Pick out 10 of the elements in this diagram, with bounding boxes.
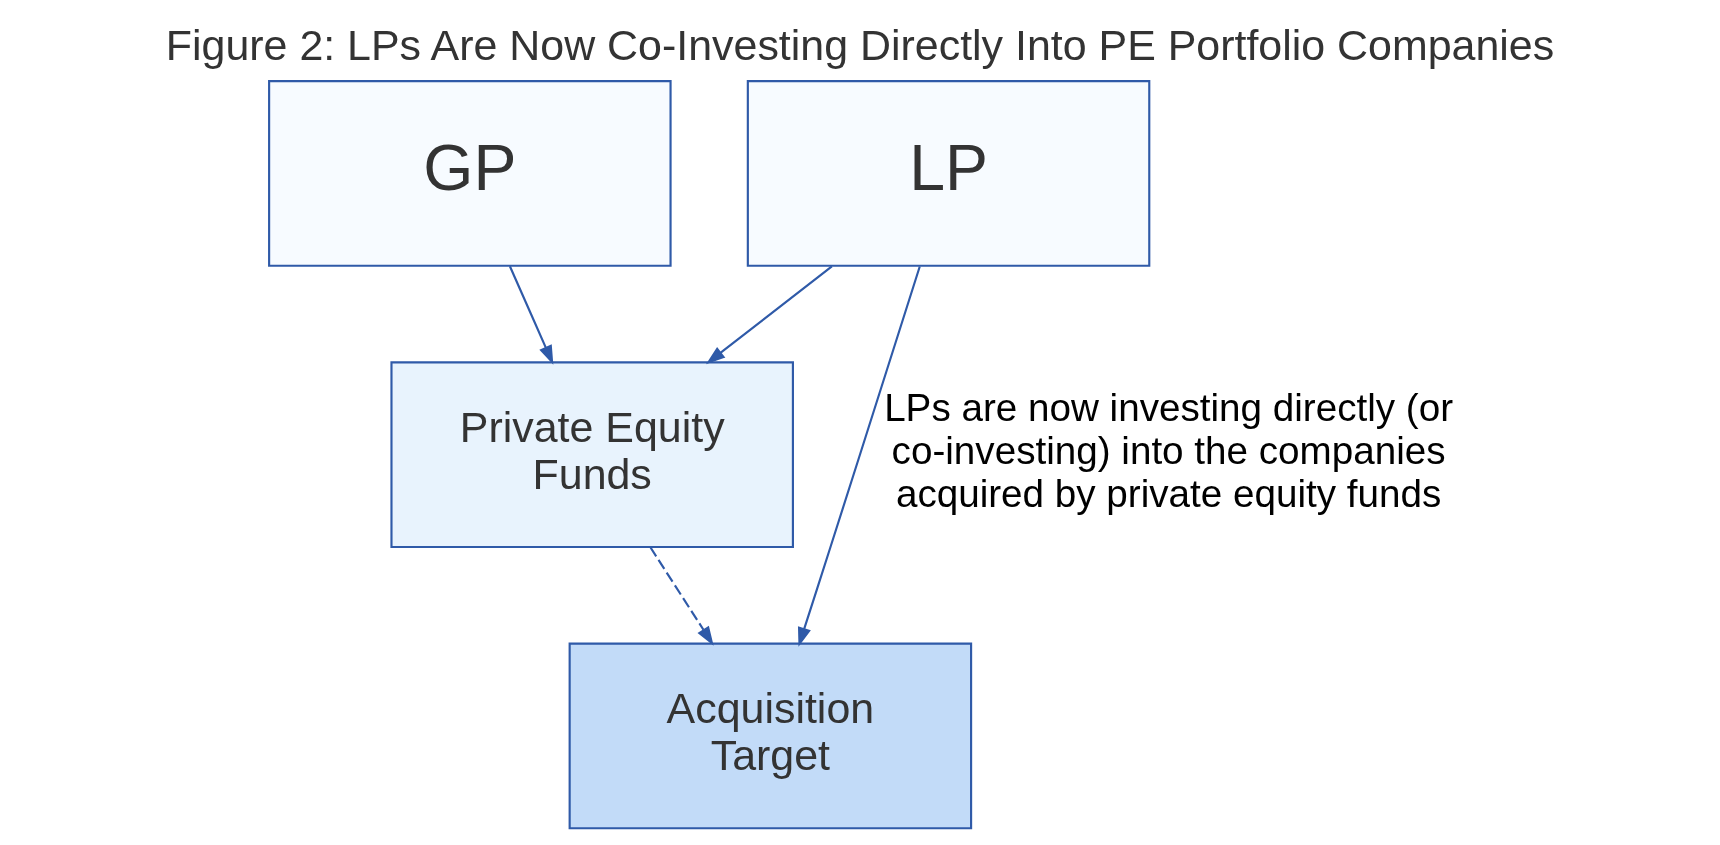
arrow bbox=[705, 265, 833, 365]
arrow bbox=[649, 546, 714, 646]
arrow bbox=[797, 266, 921, 647]
edge-label: LPs are now investing directly (or co-investing) into the companies acquired by private equity funds bbox=[884, 386, 1454, 516]
arrow bbox=[508, 265, 554, 365]
node-box: Acquisition Target bbox=[568, 642, 973, 830]
diagram-title: Figure 2: LPs Are Now Co-Investing Directly Into PE Portfolio Companies bbox=[165, 20, 1555, 69]
node-box: LP bbox=[746, 80, 1151, 267]
node-box: Private Equity Funds bbox=[390, 361, 794, 549]
node-box: GP bbox=[268, 80, 672, 267]
